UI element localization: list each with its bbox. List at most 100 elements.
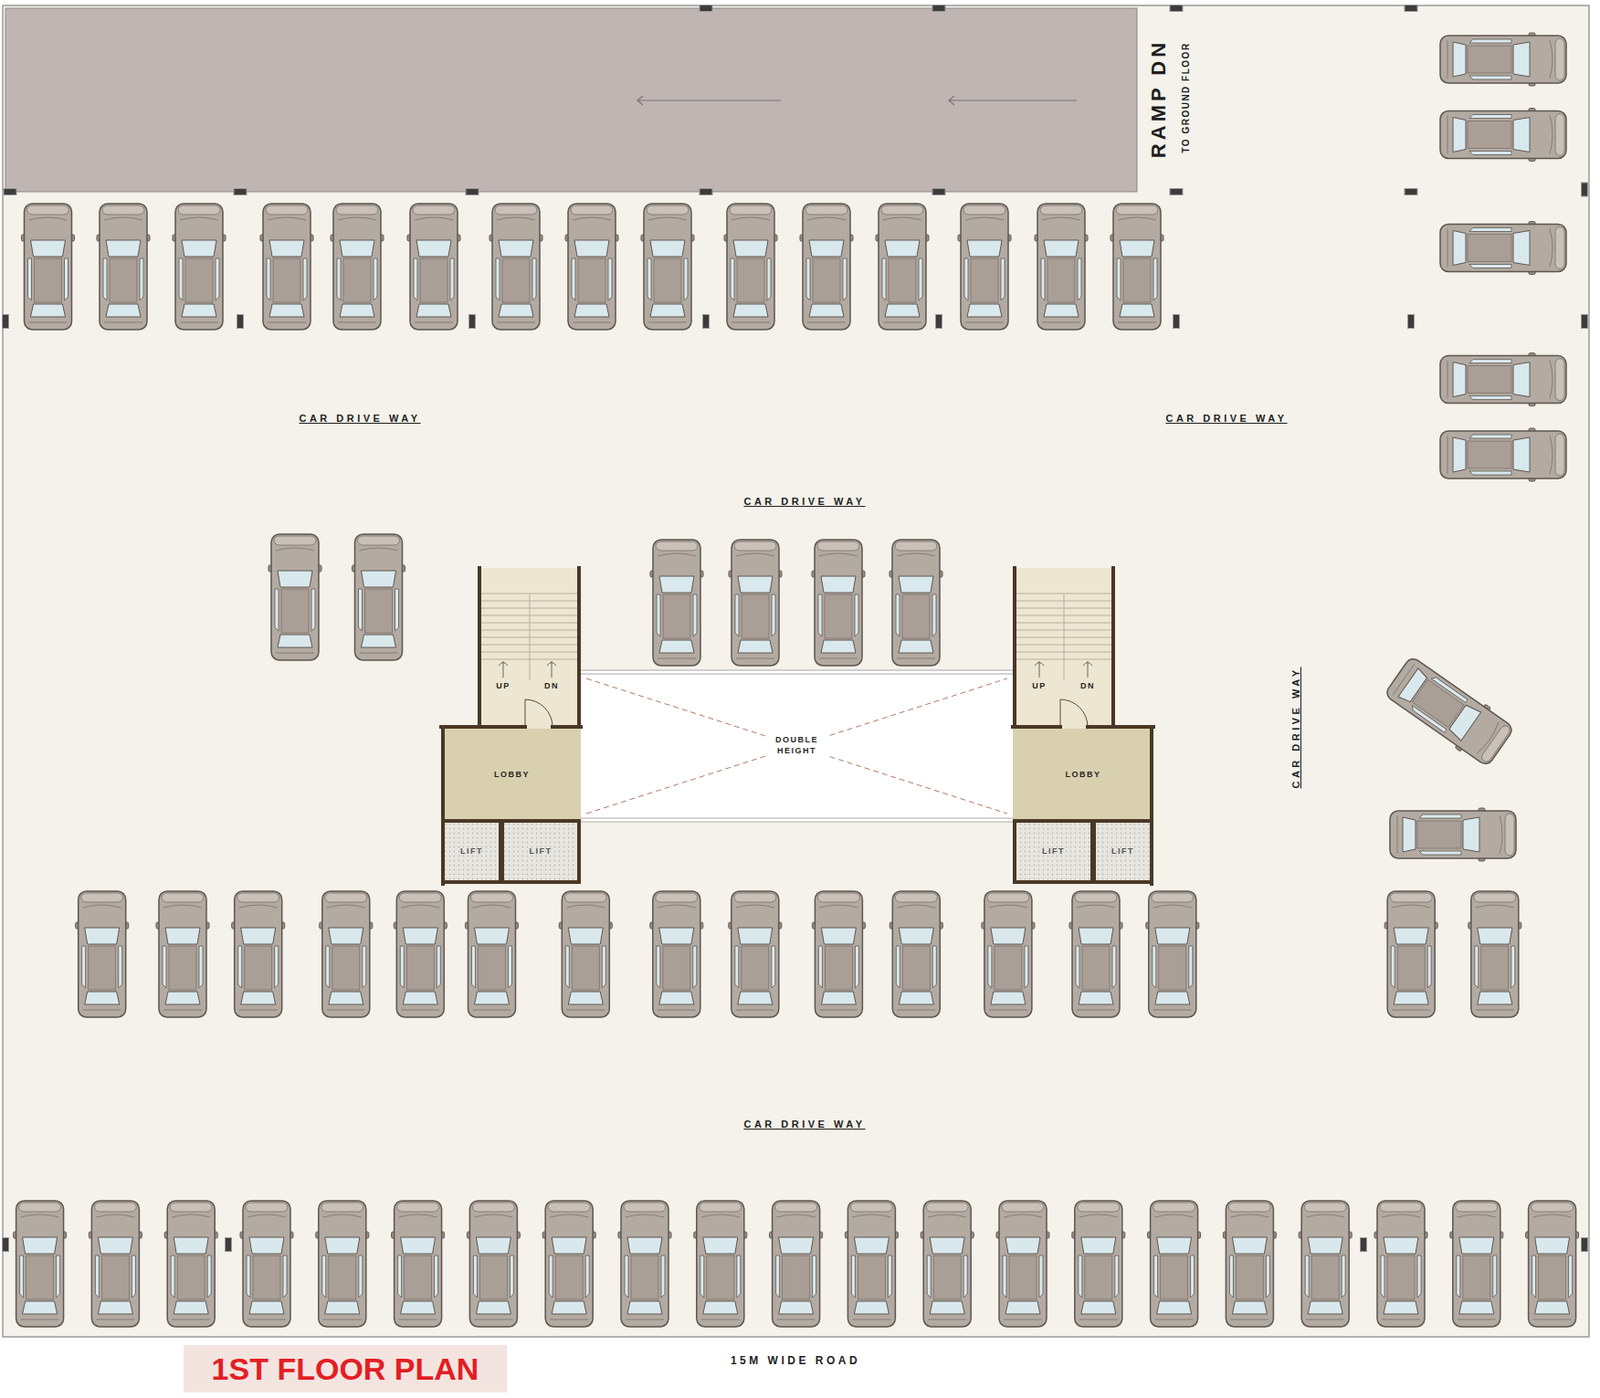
parking-row (268, 534, 943, 666)
car (1382, 653, 1516, 770)
car (650, 539, 704, 666)
columns (2, 5, 1589, 1253)
column (932, 5, 946, 12)
car (875, 203, 929, 330)
car (268, 534, 322, 661)
lift-pattern (442, 821, 501, 883)
lift-box: LIFT (504, 822, 578, 881)
column (932, 189, 946, 196)
car (407, 203, 461, 330)
stair-core: UPDN (479, 568, 579, 727)
column (237, 315, 244, 329)
car (1450, 1200, 1504, 1327)
void-edge (580, 670, 1013, 822)
column (233, 189, 247, 196)
ramp-arrow (637, 95, 1077, 106)
car (1440, 221, 1567, 275)
car (724, 203, 778, 330)
driveway-label: CAR DRIVE WAY (1165, 412, 1287, 424)
column (3, 189, 17, 196)
car (1468, 891, 1522, 1018)
door-swing (525, 699, 553, 727)
car (996, 1200, 1050, 1327)
car (618, 1200, 672, 1327)
car (231, 891, 285, 1018)
lift-box: LIFT (1095, 822, 1150, 881)
car (811, 891, 865, 1018)
column (1581, 1238, 1589, 1253)
driveway-label: CAR DRIVE WAY (743, 495, 865, 507)
car (558, 891, 612, 1018)
column (1173, 315, 1180, 329)
column (469, 315, 476, 329)
car (1526, 1200, 1579, 1327)
car (565, 203, 619, 330)
car (75, 891, 129, 1018)
lift-fill (502, 821, 579, 883)
double-height-void: DOUBLE HEIGHT (584, 675, 1010, 817)
walls (441, 568, 1154, 885)
parking-row (1382, 32, 1567, 862)
stair-treads (481, 593, 578, 681)
car (156, 891, 210, 1018)
ramp (5, 8, 1137, 192)
car (769, 1200, 823, 1327)
car (1110, 203, 1164, 330)
car (1147, 1200, 1201, 1327)
car (393, 891, 447, 1018)
car (1072, 1200, 1126, 1327)
car (172, 203, 226, 330)
column (703, 315, 710, 329)
lift-fill (442, 821, 501, 883)
column (1169, 189, 1183, 196)
column (465, 189, 479, 196)
column (2, 315, 10, 329)
ramp-note: TO GROUND FLOOR (1180, 42, 1191, 153)
room-name: LOBBY (1065, 769, 1102, 781)
car (1298, 1200, 1352, 1327)
lift-fill (1014, 821, 1093, 883)
car (319, 891, 373, 1018)
room-name: LIFT (1042, 846, 1065, 858)
car (240, 1200, 294, 1327)
stair-fill (479, 568, 579, 729)
driveway-label: CAR DRIVE WAY (1290, 666, 1302, 789)
car (1440, 353, 1567, 407)
core (441, 568, 1154, 885)
car (957, 203, 1011, 330)
car (728, 891, 782, 1018)
column (1581, 182, 1589, 197)
column (1408, 315, 1415, 329)
car (88, 1200, 142, 1327)
car (260, 203, 314, 330)
driveway-label: CAR DRIVE WAY (298, 412, 421, 424)
car (391, 1200, 445, 1327)
column (1360, 1238, 1368, 1253)
car (889, 539, 943, 666)
car (330, 203, 384, 330)
car (920, 1200, 974, 1327)
car (1440, 32, 1567, 86)
ramp-label: RAMP DN (1147, 39, 1171, 158)
lift-wall (502, 821, 579, 883)
car (981, 891, 1035, 1018)
car (352, 534, 406, 661)
room-name: LIFT (529, 846, 553, 858)
car (844, 1200, 898, 1327)
lobby-box: LOBBY (444, 730, 579, 820)
stair-direction: DN (544, 681, 559, 693)
car (13, 1200, 67, 1327)
car (315, 1200, 369, 1327)
stair-core: UPDN (1016, 568, 1112, 727)
car (811, 539, 865, 666)
lift-wall (442, 821, 501, 883)
road-label: 15M WIDE ROAD (730, 1354, 861, 1368)
car (1440, 428, 1567, 482)
lift-pattern (502, 821, 579, 883)
stair-treads (1016, 593, 1112, 681)
lift-fill (1094, 821, 1152, 883)
lift-wall (1014, 821, 1093, 883)
lift-box: LIFT (1016, 822, 1091, 881)
